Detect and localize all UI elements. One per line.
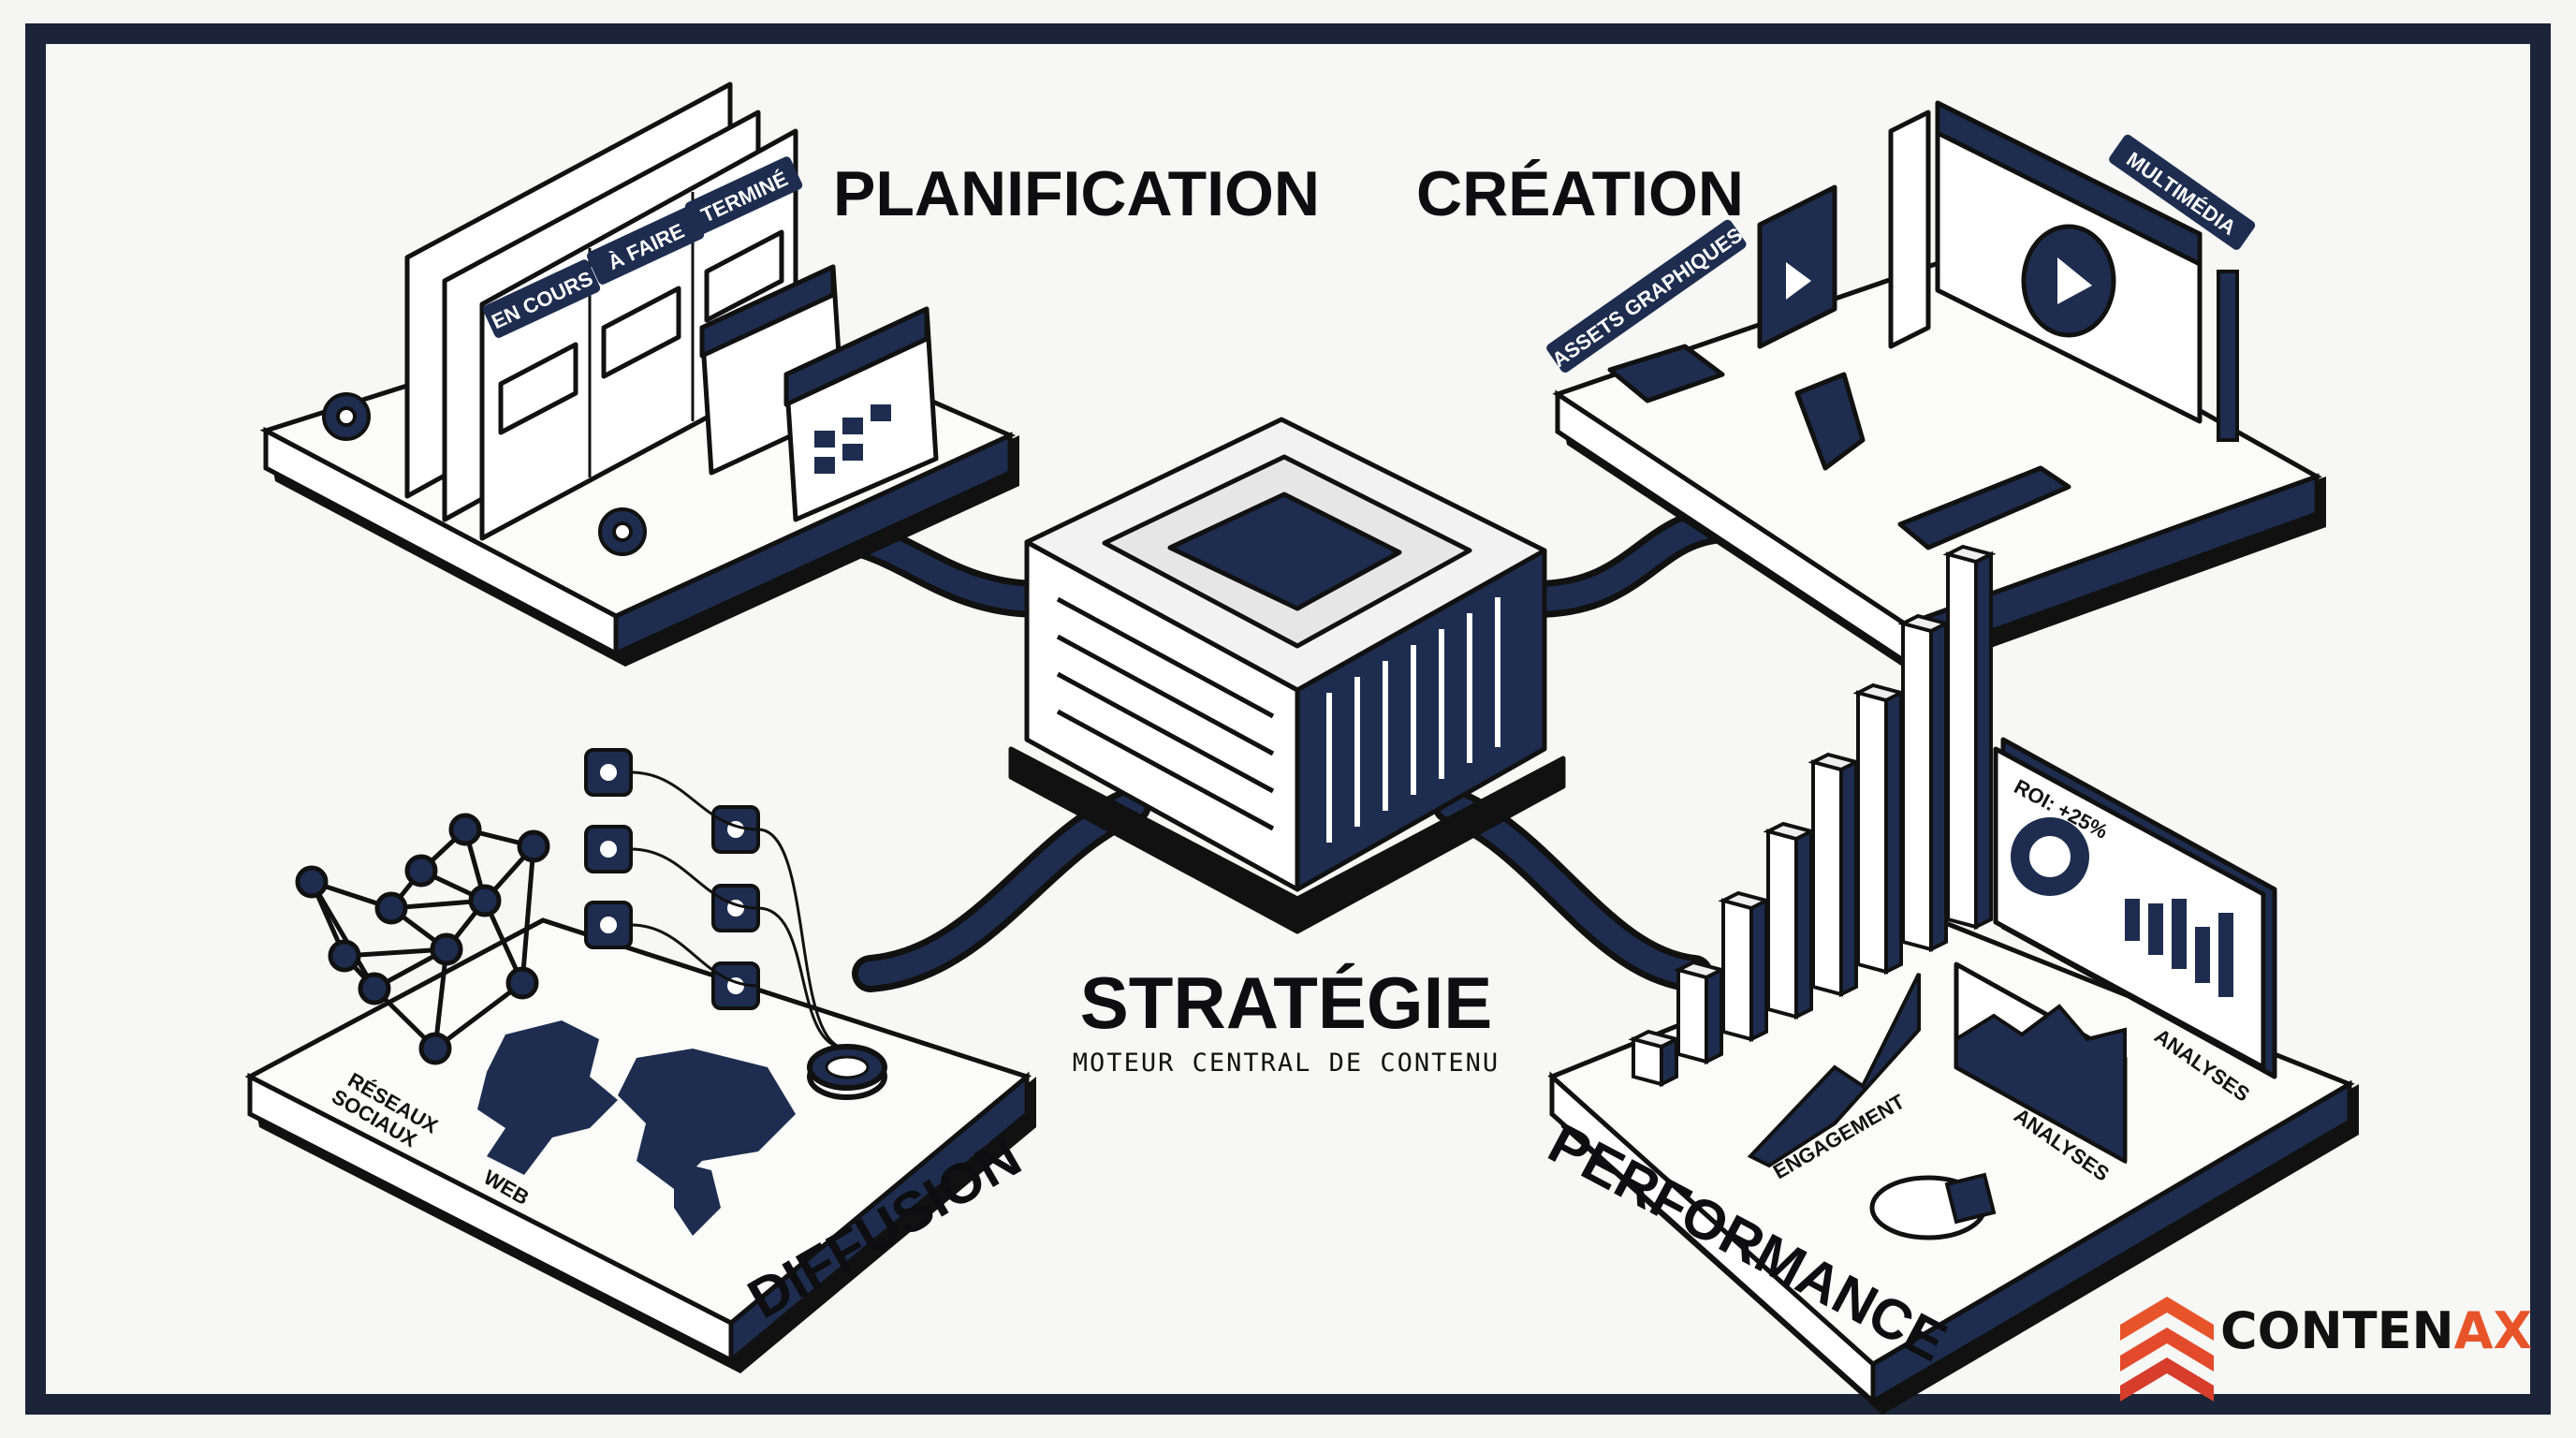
- network-node: [358, 972, 391, 1005]
- bar-front: [1766, 829, 1798, 1020]
- platform-creation: [1552, 260, 2326, 675]
- chat-icon-glyph: [600, 841, 617, 858]
- hub-screen: [1167, 492, 1402, 611]
- bar-front: [1946, 551, 1978, 930]
- connection-line: [757, 906, 848, 1050]
- network-node: [374, 891, 408, 925]
- broadcast-ring-icon: [807, 1044, 887, 1100]
- video-player-icon: [1757, 184, 1837, 349]
- bar-top: [1942, 544, 1997, 565]
- brush-icon: [2217, 270, 2239, 442]
- network-node: [430, 932, 463, 966]
- calendar-icon: [699, 264, 939, 522]
- network-edge: [432, 948, 449, 1049]
- bar-front: [1901, 621, 1933, 952]
- network-node: [517, 829, 550, 863]
- title-strategie: STRATÉGIE: [1080, 961, 1493, 1044]
- title-creation: CRÉATION: [1416, 158, 1744, 229]
- network-node: [505, 966, 539, 1000]
- network-edge: [520, 845, 536, 984]
- world-map: [477, 1020, 796, 1236]
- logo-text-accent: AX: [2454, 1301, 2532, 1360]
- creation-tools: ASSETS GRAPHIQUES MULTIMÉDIA: [1546, 100, 2256, 550]
- contenax-logo: CONTENAX: [2120, 1297, 2532, 1401]
- central-hub: [1008, 417, 1566, 934]
- dashboard-panel: ROI: +25%: [1993, 737, 2277, 1079]
- connection-line: [630, 923, 759, 988]
- bar-front: [1676, 967, 1708, 1064]
- logo-text-main: CONTEN: [2220, 1301, 2454, 1360]
- bar-front: [1856, 690, 1888, 975]
- social-network-graph: [295, 813, 550, 1065]
- connection-line: [757, 828, 848, 1050]
- bar-side: [1884, 689, 1903, 976]
- network-node: [418, 1032, 452, 1065]
- color-swatches-icon: [1897, 465, 2071, 550]
- youtube-play-icon-glyph: [600, 917, 617, 933]
- network-node: [328, 939, 361, 973]
- bar-chart-icon: [1628, 544, 1997, 1088]
- bar-front: [1721, 898, 1753, 1042]
- gear-icon: [322, 392, 647, 556]
- connection-line: [630, 770, 759, 831]
- image-icon: [1607, 344, 1725, 404]
- bar-side: [1749, 897, 1768, 1043]
- toolbar-panel: [1888, 110, 1931, 349]
- network-node: [468, 884, 502, 917]
- social-icons: [584, 748, 848, 1050]
- bar-side: [1974, 550, 1993, 931]
- platform-diffusion: [244, 917, 1036, 1373]
- network-edge: [344, 946, 447, 959]
- donut-chart-icon: [2011, 817, 2089, 896]
- bar-side: [1794, 828, 1813, 1020]
- network-node: [295, 865, 329, 899]
- bar-side: [1929, 620, 1948, 953]
- logo-chevrons-icon: [2120, 1297, 2214, 1401]
- kanban-boards: EN COURS À FAIRE TERMINÉ: [404, 81, 803, 541]
- bar-side: [1839, 758, 1858, 998]
- network-node: [448, 813, 482, 846]
- bar-side: [1705, 966, 1723, 1065]
- network-edge: [309, 880, 377, 990]
- twitter-icon-glyph: [600, 764, 617, 781]
- network-edge: [433, 981, 524, 1050]
- title-planification: PLANIFICATION: [833, 158, 1320, 229]
- pen-tool-icon: [1794, 372, 1866, 471]
- svg-text:CONTENAX: CONTENAX: [2220, 1301, 2532, 1360]
- subtitle-strategie: MOTEUR CENTRAL DE CONTENU: [1073, 1049, 1500, 1078]
- connection-line: [630, 847, 759, 910]
- trend-chart-panel: [1747, 961, 2128, 1240]
- network-node: [404, 854, 438, 888]
- bar-front: [1811, 759, 1843, 997]
